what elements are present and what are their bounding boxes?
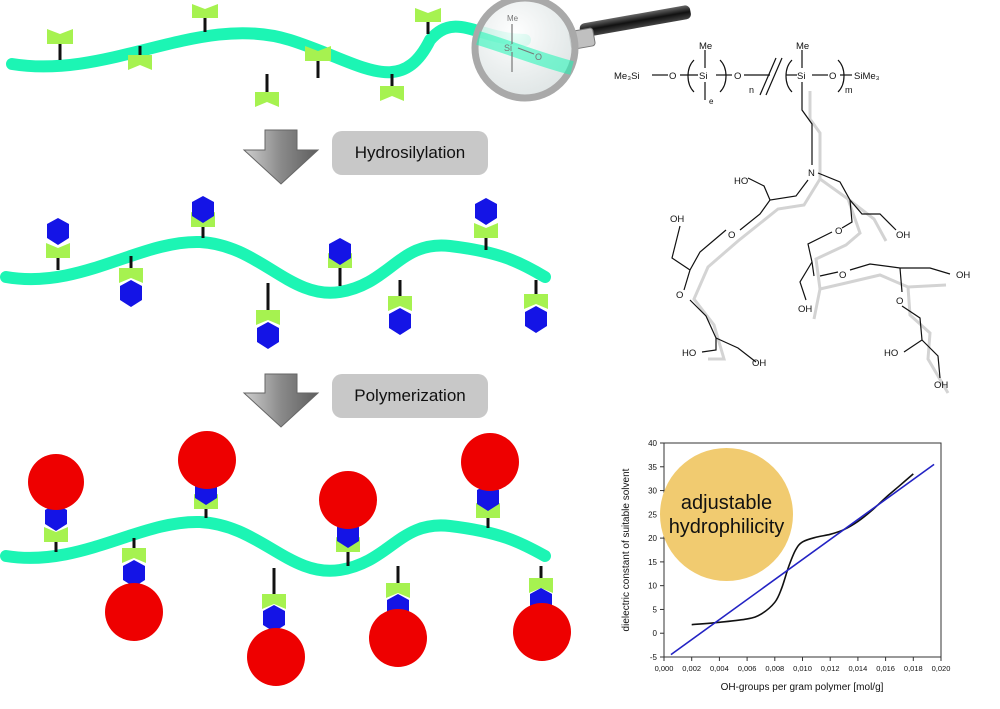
x-tick-label: 0,014 — [849, 664, 868, 673]
chem-oh-2: OH — [896, 230, 910, 241]
polymer-backbone — [6, 20, 531, 79]
adjustable-hydrophilicity-badge: adjustable hydrophilicity — [660, 448, 793, 581]
chem-ho-3: HO — [884, 348, 898, 359]
chem-me-2: Me — [796, 41, 809, 52]
chemical-structure-shadow — [692, 91, 950, 394]
chem-e: e — [709, 97, 714, 106]
x-tick-label: 0,008 — [765, 664, 784, 673]
chem-o-1: O — [669, 71, 676, 82]
y-tick-label: -5 — [650, 653, 658, 662]
y-tick-label: 30 — [648, 487, 657, 496]
y-tick-label: 10 — [648, 582, 657, 591]
x-tick-label: 0,020 — [932, 664, 951, 673]
x-tick-label: 0,006 — [738, 664, 757, 673]
chem-oh-6: OH — [934, 380, 948, 391]
chem-m: m — [845, 85, 853, 95]
chem-o-8: O — [896, 296, 903, 307]
chem-me-1: Me — [699, 41, 712, 52]
chem-nitrogen: N — [808, 168, 815, 179]
chem-oh-3: OH — [956, 270, 970, 281]
chem-si-2: Si — [797, 71, 805, 82]
chem-o-5: O — [835, 226, 842, 237]
x-tick-label: 0,016 — [876, 664, 895, 673]
x-tick-label: 0,010 — [793, 664, 812, 673]
monomer-groups — [47, 196, 547, 349]
chain-row-1 — [6, 4, 531, 107]
y-tick-label: 15 — [648, 558, 657, 567]
badge-line-2: hydrophilicity — [668, 515, 785, 538]
polymerization-label: Polymerization — [332, 374, 488, 418]
x-tick-label: 0,002 — [682, 664, 701, 673]
chem-o-3: O — [829, 71, 836, 82]
linear-fit-line — [670, 463, 935, 656]
anchor-groups — [46, 212, 548, 325]
x-tick-label: 0,000 — [655, 664, 674, 673]
chem-ho-1: HO — [734, 176, 748, 187]
hydrophilicity-chart: 0,000 0,002 0,004 0,006 0,008 0,010 0,012 0,014… — [621, 439, 950, 693]
chart-lines — [670, 463, 935, 656]
chain-row-2 — [0, 196, 551, 349]
y-tick-label: 5 — [653, 605, 658, 614]
magnifier-handle — [579, 5, 691, 38]
x-tick-label: 0,018 — [904, 664, 923, 673]
chem-me3si: Me₃Si — [614, 71, 640, 82]
chemical-structure: Me₃Si O Si Me O e n Si Me O m SiMe₃ N HO… — [614, 41, 970, 394]
chem-o-6: O — [676, 290, 683, 301]
chem-n: n — [749, 85, 754, 95]
chart-x-label: OH-groups per gram polymer [mol/g] — [721, 682, 884, 693]
polymer-backbone — [0, 515, 551, 577]
badge-line-1: adjustable — [680, 491, 773, 514]
chain-row-3 — [0, 431, 571, 686]
y-tick-label: 20 — [648, 534, 657, 543]
magnifier-me: Me — [507, 14, 519, 23]
y-tick-label: 25 — [648, 510, 657, 519]
x-tick-label: 0,004 — [710, 664, 729, 673]
chem-oh-1: OH — [670, 214, 684, 225]
chem-o-4: O — [728, 230, 735, 241]
chem-sime3: SiMe₃ — [854, 71, 880, 82]
arrow-down-2 — [242, 373, 320, 428]
arrow-down-1 — [242, 129, 320, 185]
magnifier-si: Si — [504, 43, 512, 53]
chem-oh-4: OH — [798, 304, 812, 315]
chart-y-label: dielectric constant of suitable solvent — [621, 468, 632, 631]
magnifier: Me Si O — [471, 0, 691, 102]
polymer-backbone — [0, 235, 551, 299]
chem-oh-5: OH — [752, 358, 766, 369]
polymer-particles — [28, 431, 571, 686]
y-tick-label: 0 — [653, 629, 658, 638]
chem-si-1: Si — [699, 71, 707, 82]
chem-o-2: O — [734, 71, 741, 82]
anchor-groups — [47, 4, 441, 107]
x-tick-label: 0,012 — [821, 664, 840, 673]
y-tick-label: 35 — [648, 463, 657, 472]
magnifier-o: O — [535, 52, 542, 62]
chem-o-7: O — [839, 270, 846, 281]
hydrosilylation-label: Hydrosilylation — [332, 131, 488, 175]
chem-ho-2: HO — [682, 348, 696, 359]
y-tick-label: 40 — [648, 439, 657, 448]
